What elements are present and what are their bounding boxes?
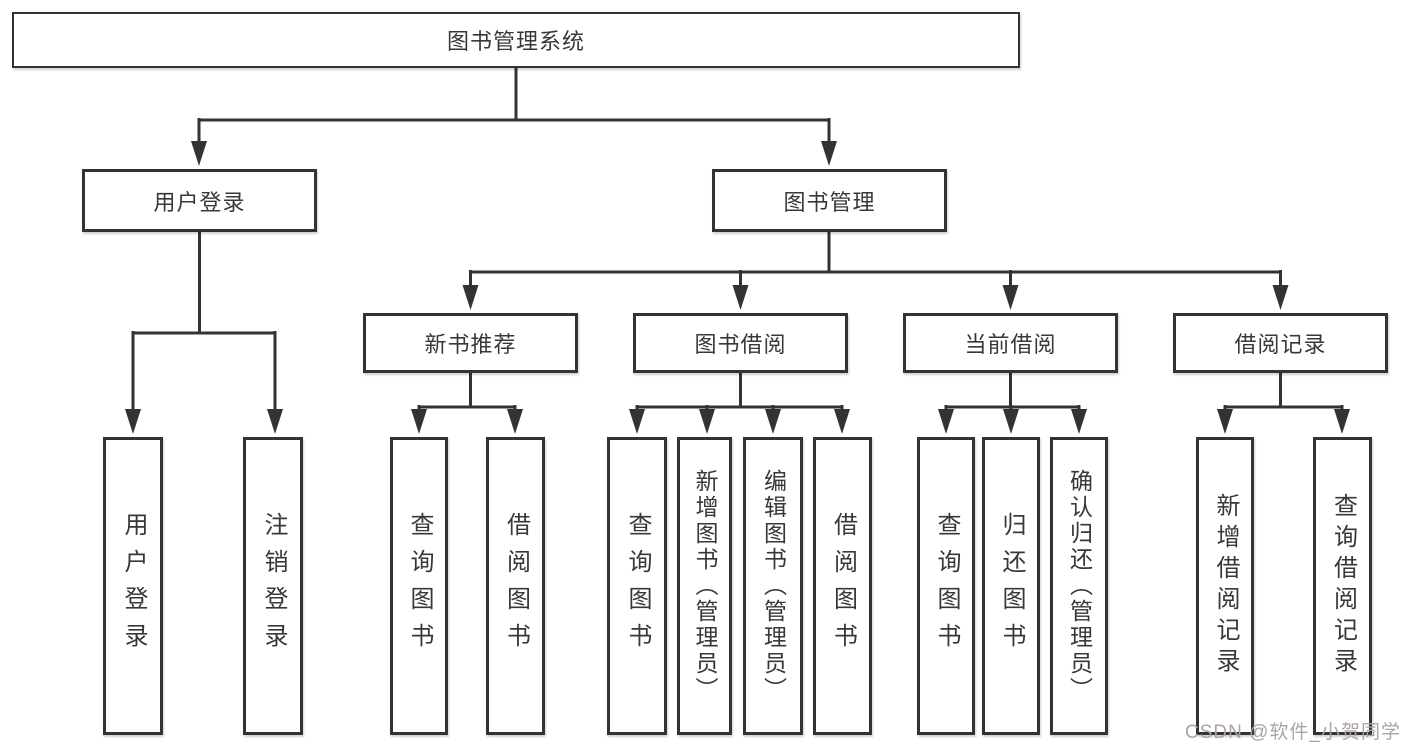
connector-root-to-level2 (191, 68, 837, 166)
leaf-logout-login: 注销登录 (243, 437, 303, 735)
leaf-query-borrow-record-label: 查询借阅记录 (1329, 493, 1357, 679)
leaf-confirm-return-admin-label: 确认归还（管理员） (1066, 469, 1093, 703)
connector-new-book-recommend-to-leaves (411, 373, 523, 434)
connector-book-management-to-level3 (462, 232, 1289, 310)
leaf-query-books-recommend-label: 查询图书 (406, 512, 433, 660)
leaf-borrow-books-label: 借阅图书 (829, 512, 857, 660)
node-user-login-label: 用户登录 (153, 189, 246, 215)
leaf-query-books-recommend: 查询图书 (390, 437, 448, 735)
node-book-management: 图书管理 (712, 169, 947, 232)
watermark: CSDN @软件_小贺同学 (1185, 722, 1401, 743)
leaf-edit-book-admin: 编辑图书（管理员） (743, 437, 803, 735)
node-root: 图书管理系统 (12, 12, 1020, 68)
leaf-user-login: 用户登录 (103, 437, 163, 735)
leaf-return-book: 归还图书 (982, 437, 1040, 735)
node-borrow-records-label: 借阅记录 (1234, 332, 1327, 357)
node-book-borrow-label: 图书借阅 (694, 332, 787, 357)
node-root-label: 图书管理系统 (446, 29, 585, 54)
leaf-user-login-label: 用户登录 (120, 512, 147, 660)
leaf-query-books-borrow: 查询图书 (607, 437, 667, 735)
leaf-query-books-current-label: 查询图书 (933, 512, 960, 660)
connector-book-borrow-to-leaves (629, 373, 850, 434)
leaf-query-books-current: 查询图书 (917, 437, 975, 735)
node-new-book-recommend: 新书推荐 (363, 313, 578, 373)
node-current-borrow: 当前借阅 (903, 313, 1118, 373)
leaf-add-borrow-record: 新增借阅记录 (1196, 437, 1254, 735)
leaf-confirm-return-admin: 确认归还（管理员） (1050, 437, 1108, 735)
leaf-borrow-books: 借阅图书 (813, 437, 872, 735)
leaf-query-borrow-record: 查询借阅记录 (1313, 437, 1372, 735)
leaf-borrow-books-recommend-label: 借阅图书 (502, 512, 530, 660)
node-user-login: 用户登录 (82, 169, 317, 232)
connector-user-login-to-leaves (125, 232, 283, 434)
leaf-add-book-admin-label: 新增图书（管理员） (692, 469, 718, 703)
node-book-management-label: 图书管理 (783, 189, 876, 215)
connector-borrow-records-to-leaves (1217, 373, 1350, 434)
leaf-query-books-borrow-label: 查询图书 (624, 512, 651, 660)
leaf-logout-login-label: 注销登录 (260, 512, 287, 660)
leaf-edit-book-admin-label: 编辑图书（管理员） (760, 469, 787, 703)
leaf-return-book-label: 归还图书 (998, 512, 1025, 660)
leaf-borrow-books-recommend: 借阅图书 (486, 437, 545, 735)
node-current-borrow-label: 当前借阅 (964, 332, 1057, 357)
node-new-book-recommend-label: 新书推荐 (424, 332, 517, 357)
connector-current-borrow-to-leaves (938, 373, 1087, 434)
node-borrow-records: 借阅记录 (1173, 313, 1388, 373)
leaf-add-borrow-record-label: 新增借阅记录 (1212, 493, 1239, 679)
leaf-add-book-admin: 新增图书（管理员） (677, 437, 732, 735)
node-book-borrow: 图书借阅 (633, 313, 848, 373)
